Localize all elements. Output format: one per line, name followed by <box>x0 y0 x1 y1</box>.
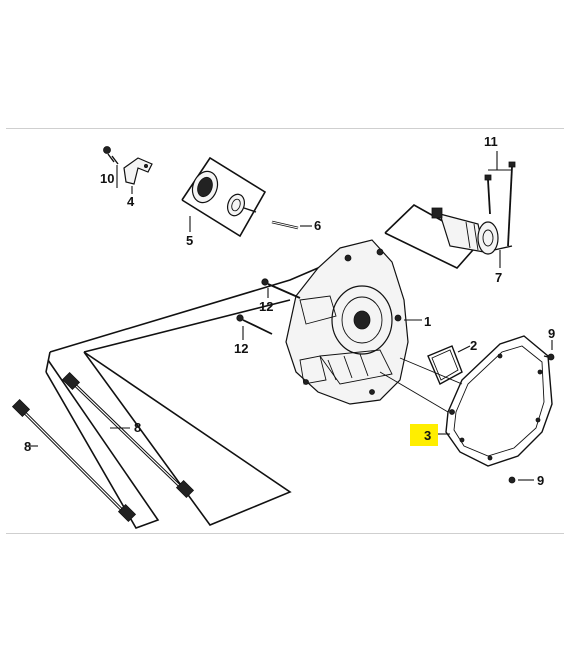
screw-9b-part <box>508 476 516 484</box>
gasket-2-part <box>427 345 463 385</box>
callout-10: 10 <box>100 171 114 186</box>
stud-6-part <box>271 220 299 230</box>
callout-5: 5 <box>186 233 193 248</box>
callout-6: 6 <box>314 218 321 233</box>
bolt-12a-part <box>261 278 301 299</box>
callout-8-right: 8 <box>134 420 141 435</box>
bolts-12 <box>236 278 301 335</box>
starter-motor <box>431 207 513 255</box>
callout-8-left: 8 <box>24 439 31 454</box>
callout-3: 3 <box>424 428 431 443</box>
callout-2: 2 <box>470 338 477 353</box>
callout-7: 7 <box>495 270 502 285</box>
clip-4-part <box>123 157 153 185</box>
callout-1: 1 <box>424 314 431 329</box>
bolt-11a-part <box>484 174 492 215</box>
screws-9 <box>508 353 555 484</box>
callout-11: 11 <box>484 134 498 149</box>
bolt-and-clip <box>103 146 153 185</box>
callout-3-highlight <box>410 424 438 446</box>
pushrod-parts <box>11 371 195 523</box>
diagram-frame <box>6 128 564 534</box>
pushrod-right <box>61 371 195 499</box>
callout-labels: 1 2 3 4 5 6 7 8 8 9 9 10 11 12 12 <box>24 134 555 488</box>
callout-4: 4 <box>127 194 135 209</box>
bolt-11b-part <box>507 161 516 247</box>
gear-assembly <box>191 170 257 217</box>
callout-12-bottom: 12 <box>234 341 248 356</box>
callout-12-top: 12 <box>259 299 273 314</box>
pushrod-left <box>11 398 137 523</box>
bolts-11 <box>484 161 516 247</box>
leader-lines <box>30 151 553 481</box>
bolt-12b-part <box>236 314 273 335</box>
bolt-10-part <box>103 146 119 165</box>
cover-gasket-3-part <box>379 335 553 467</box>
crankcase-1-part <box>285 239 409 405</box>
callout-9-top: 9 <box>548 326 555 341</box>
grouping-frames <box>45 156 482 529</box>
callout-9-bottom: 9 <box>537 473 544 488</box>
screw-9a-part <box>543 353 555 361</box>
